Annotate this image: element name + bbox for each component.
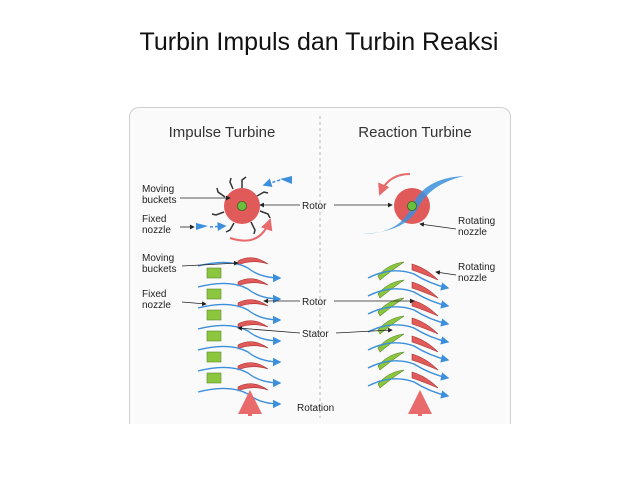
impulse-flow-lines <box>197 261 282 409</box>
impulse-turbine-title: Impulse Turbine <box>169 124 276 141</box>
slide-title: Turbin Impuls dan Turbin Reaksi <box>139 28 499 56</box>
label-moving-buckets-top-1: Moving <box>142 184 174 195</box>
label-rotating-nozzle-cascade-2: nozzle <box>458 273 487 284</box>
label-rotating-nozzle-cascade-1: Rotating <box>458 262 495 273</box>
label-rotating-nozzle-top-2: nozzle <box>458 227 487 238</box>
reaction-flow-lines <box>367 270 450 399</box>
impulse-hub <box>237 201 247 211</box>
label-fixed-nozzle-top-2: nozzle <box>142 225 171 236</box>
label-rotating-nozzle-top-1: Rotating <box>458 216 495 227</box>
impulse-fixed-nozzles <box>206 267 222 384</box>
label-moving-buckets-cascade-2: buckets <box>142 264 176 275</box>
label-moving-buckets-cascade-1: Moving <box>142 253 174 264</box>
turbine-diagram: Impulse Turbine Reaction Turbine <box>129 107 511 424</box>
impulse-buckets <box>211 176 271 235</box>
impulse-rotor <box>196 176 292 242</box>
label-fixed-nozzle-cascade-2: nozzle <box>142 300 171 311</box>
label-rotor-cascade: Rotor <box>302 297 327 308</box>
impulse-rotation-arrow <box>229 218 273 242</box>
reaction-rotor <box>362 173 464 234</box>
reaction-hub <box>407 201 417 211</box>
reaction-turbine-title: Reaction Turbine <box>358 124 471 141</box>
impulse-nozzle-top <box>280 176 292 184</box>
label-rotation: Rotation <box>297 403 334 414</box>
reaction-rotor-blades <box>411 263 439 389</box>
turbine-diagram-svg: Impulse Turbine Reaction Turbine <box>142 116 495 418</box>
label-moving-buckets-top-2: buckets <box>142 195 176 206</box>
reaction-rotation-arrow <box>378 173 411 196</box>
label-rotor-top: Rotor <box>302 201 327 212</box>
label-fixed-nozzle-top-1: Fixed <box>142 214 166 225</box>
label-stator: Stator <box>302 329 329 340</box>
impulse-moving-buckets <box>237 257 269 392</box>
label-fixed-nozzle-cascade-1: Fixed <box>142 289 166 300</box>
impulse-nozzle-bottom <box>196 223 208 230</box>
